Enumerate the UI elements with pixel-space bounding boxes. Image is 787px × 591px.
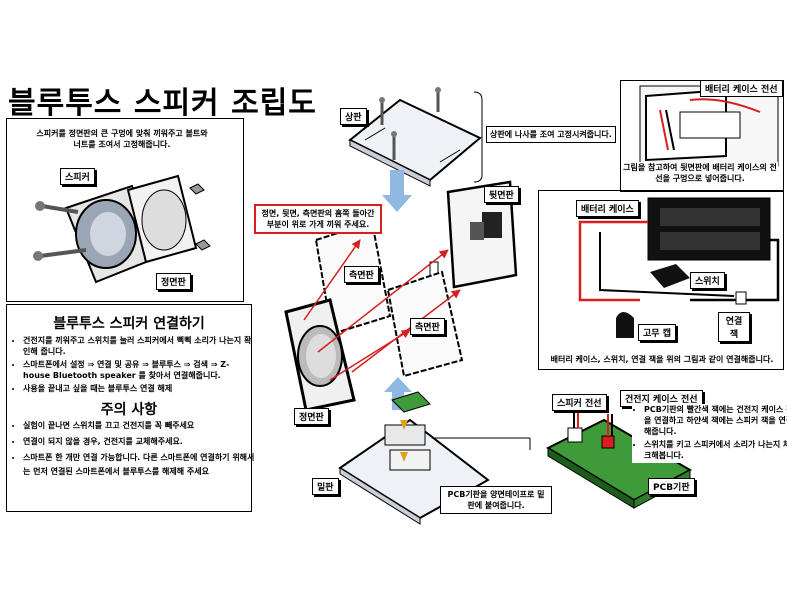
connect-item: 스마트폰에서 설정 ⇒ 연결 및 공유 ⇒ 블루투스 ⇒ 검색 ⇒ Z-hous… [23, 359, 255, 381]
speaker-install-instruction: 스피커를 정면판의 큰 구멍에 맞춰 끼워주고 볼트와 너트를 조여서 고정해줍… [36, 129, 208, 149]
top-plate-drawing [348, 87, 482, 187]
caution-item: 스마트폰 한 개만 연결 가능합니다. 다른 스마트폰에 연결하기 위해서는 먼… [23, 451, 255, 479]
speaker-assembly-drawing [33, 174, 211, 284]
battery-wire-note: 그림을 참고하여 뒷면판에 배터리 케이스의 전선을 구멍으로 넣어줍니다. [622, 162, 778, 184]
side-plate-label-2: 측면판 [410, 318, 445, 335]
page-title: 블루투스 스피커 조립도 [8, 86, 317, 121]
jack-label: 연결 잭 [718, 312, 750, 342]
pcb-board-label: PCB기판 [648, 478, 695, 495]
pcb-mount-note: PCB기판을 양면테이프로 밑판에 붙여줍니다. [440, 486, 552, 514]
instructions-panel: 블루투스 스피커 연결하기 건전지를 끼워주고 스위치를 눌러 스피커에서 삑삑… [6, 304, 255, 512]
front-plate-label: 정면판 [294, 408, 329, 425]
pcb-instruction-item: 스위치를 키고 스피커에서 소리가 나는지 체크해봅니다. [644, 439, 787, 461]
caution-heading: 주의 사항 [100, 402, 158, 418]
connect-list: 건전지를 끼워주고 스위치를 눌러 스피커에서 삑삑 소리가 나는지 확인해 줍… [11, 335, 255, 396]
side-plate-label-1: 측면판 [344, 266, 379, 283]
connect-heading: 블루투스 스피커 연결하기 [53, 316, 205, 332]
back-plate-label: 뒷면판 [484, 186, 519, 203]
bottom-plate-label: 밑판 [312, 478, 339, 495]
pcb-instruction-item: PCB기판의 빨간색 잭에는 건전지 케이스 잭을 연결하고 하얀색 잭에는 스… [644, 404, 787, 437]
top-plate-label: 상판 [340, 108, 367, 125]
battery-wire-title: 배터리 케이스 전선 [700, 80, 783, 97]
wiring-note: 배터리 케이스, 스위치, 연결 잭을 위의 그림과 같이 연결해줍니다. [550, 355, 774, 364]
caution-item: 연결이 되지 않을 경우, 건전지를 교체해주세요. [23, 435, 255, 449]
slot-orientation-note: 정면, 뒷면, 측면판의 홈쪽 돌아간 부분이 위로 가게 끼워 주세요. [254, 204, 382, 234]
caution-list: 실험이 끝나면 스위치를 끄고 건전지를 꼭 빼주세요 연결이 되지 않을 경우… [11, 419, 255, 481]
connect-item: 사용을 끝내고 싶을 때는 블루투스 연결 해제 [23, 383, 255, 394]
switch-label: 스위치 [690, 272, 725, 289]
speaker-install-panel: 스피커를 정면판의 큰 구멍에 맞춰 끼워주고 볼트와 너트를 조여서 고정해줍… [6, 120, 242, 296]
front-panel-label: 정면판 [156, 273, 191, 290]
wiring-drawing [578, 197, 780, 338]
speaker-install-frame [6, 118, 244, 302]
back-plate-drawing [429, 180, 518, 289]
pcb-instructions: PCB기판의 빨간색 잭에는 건전지 케이스 잭을 연결하고 하얀색 잭에는 스… [632, 404, 787, 463]
speaker-label: 스피커 [60, 168, 95, 185]
rubber-cap-label: 고무 캡 [638, 324, 676, 341]
speaker-wire-label: 스피커 전선 [552, 394, 607, 411]
wiring-panel [538, 190, 784, 370]
battery-wire-inset-drawing [639, 85, 779, 167]
caution-item: 실험이 끝나면 스위치를 끄고 건전지를 꼭 빼주세요 [23, 419, 255, 433]
top-plate-note: 상판에 나사를 조여 고정시켜줍니다. [486, 126, 616, 143]
connect-item: 건전지를 끼워주고 스위치를 눌러 스피커에서 삑삑 소리가 나는지 확인해 줍… [23, 335, 255, 357]
battery-case-label: 배터리 케이스 [576, 200, 639, 217]
